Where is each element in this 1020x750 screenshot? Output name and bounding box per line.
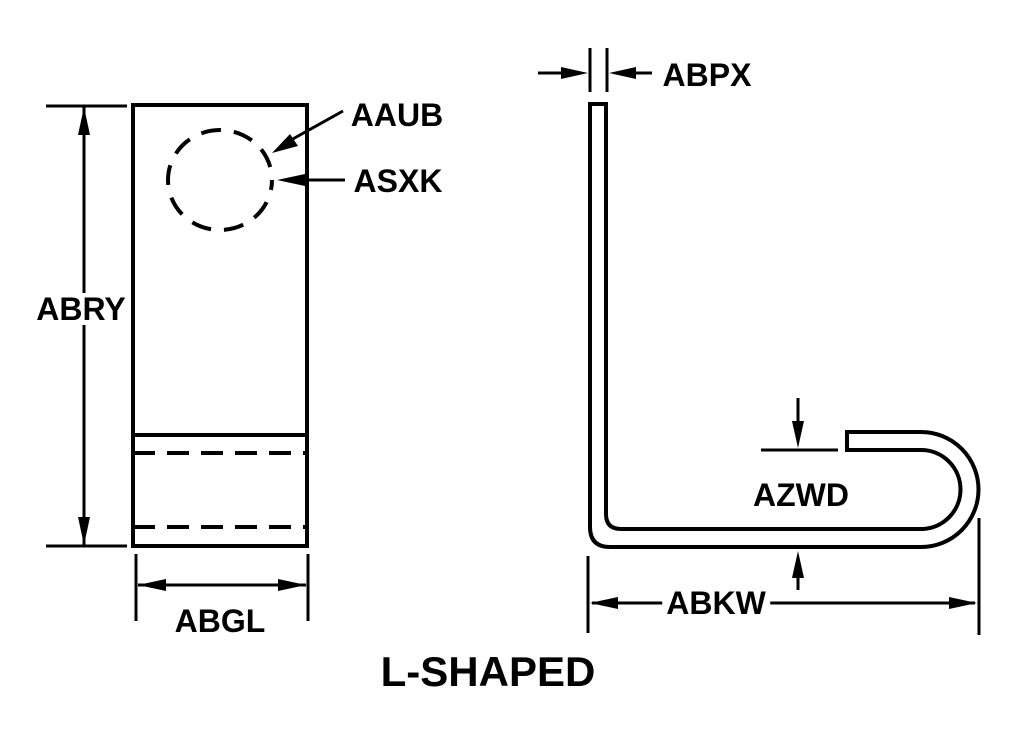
abkw-dimension (586, 518, 981, 635)
abgl-arrowhead-right-icon (278, 579, 306, 591)
abkw-arrowhead-right-icon (949, 597, 977, 609)
hole-label: AAUB (350, 97, 444, 133)
front-view-outline (131, 103, 309, 548)
azwd-dimension (761, 398, 838, 590)
abpx-arrowhead-right-icon (609, 67, 636, 79)
drawing-title: L-SHAPED (380, 648, 596, 695)
front-view (131, 103, 309, 548)
side-view-inner-contour (604, 104, 963, 531)
abgl-arrowhead-left-icon (138, 579, 166, 591)
hole-diameter-label: ASXK (353, 163, 443, 199)
abkw-arrowhead-left-icon (590, 597, 618, 609)
abpx-arrowhead-left-icon (561, 67, 588, 79)
hook-opening-dimension-label: AZWD (753, 477, 849, 513)
azwd-arrowhead-down-icon (792, 421, 804, 448)
abpx-dimension (538, 48, 652, 92)
aaub-leader (272, 109, 344, 153)
height-dimension-label: ABRY (32, 293, 130, 325)
aaub-arrowhead-icon (272, 134, 298, 153)
azwd-arrowhead-up-icon (792, 551, 804, 578)
aaub-leader-line (290, 109, 344, 142)
abry-arrowhead-down-icon (78, 517, 90, 545)
abry-dimension (46, 104, 127, 548)
front-view-hole-circle (166, 128, 274, 232)
abry-arrowhead-up-icon (78, 107, 90, 135)
side-view (588, 102, 981, 549)
side-view-outer-contour (588, 104, 981, 549)
width-dimension-label: ABGL (174, 603, 266, 639)
asxk-arrowhead-icon (277, 174, 305, 186)
abgl-dimension (134, 554, 310, 621)
asxk-leader (277, 174, 345, 186)
base-length-dimension-label: ABKW (662, 587, 770, 619)
thickness-dimension-label: ABPX (662, 57, 752, 93)
